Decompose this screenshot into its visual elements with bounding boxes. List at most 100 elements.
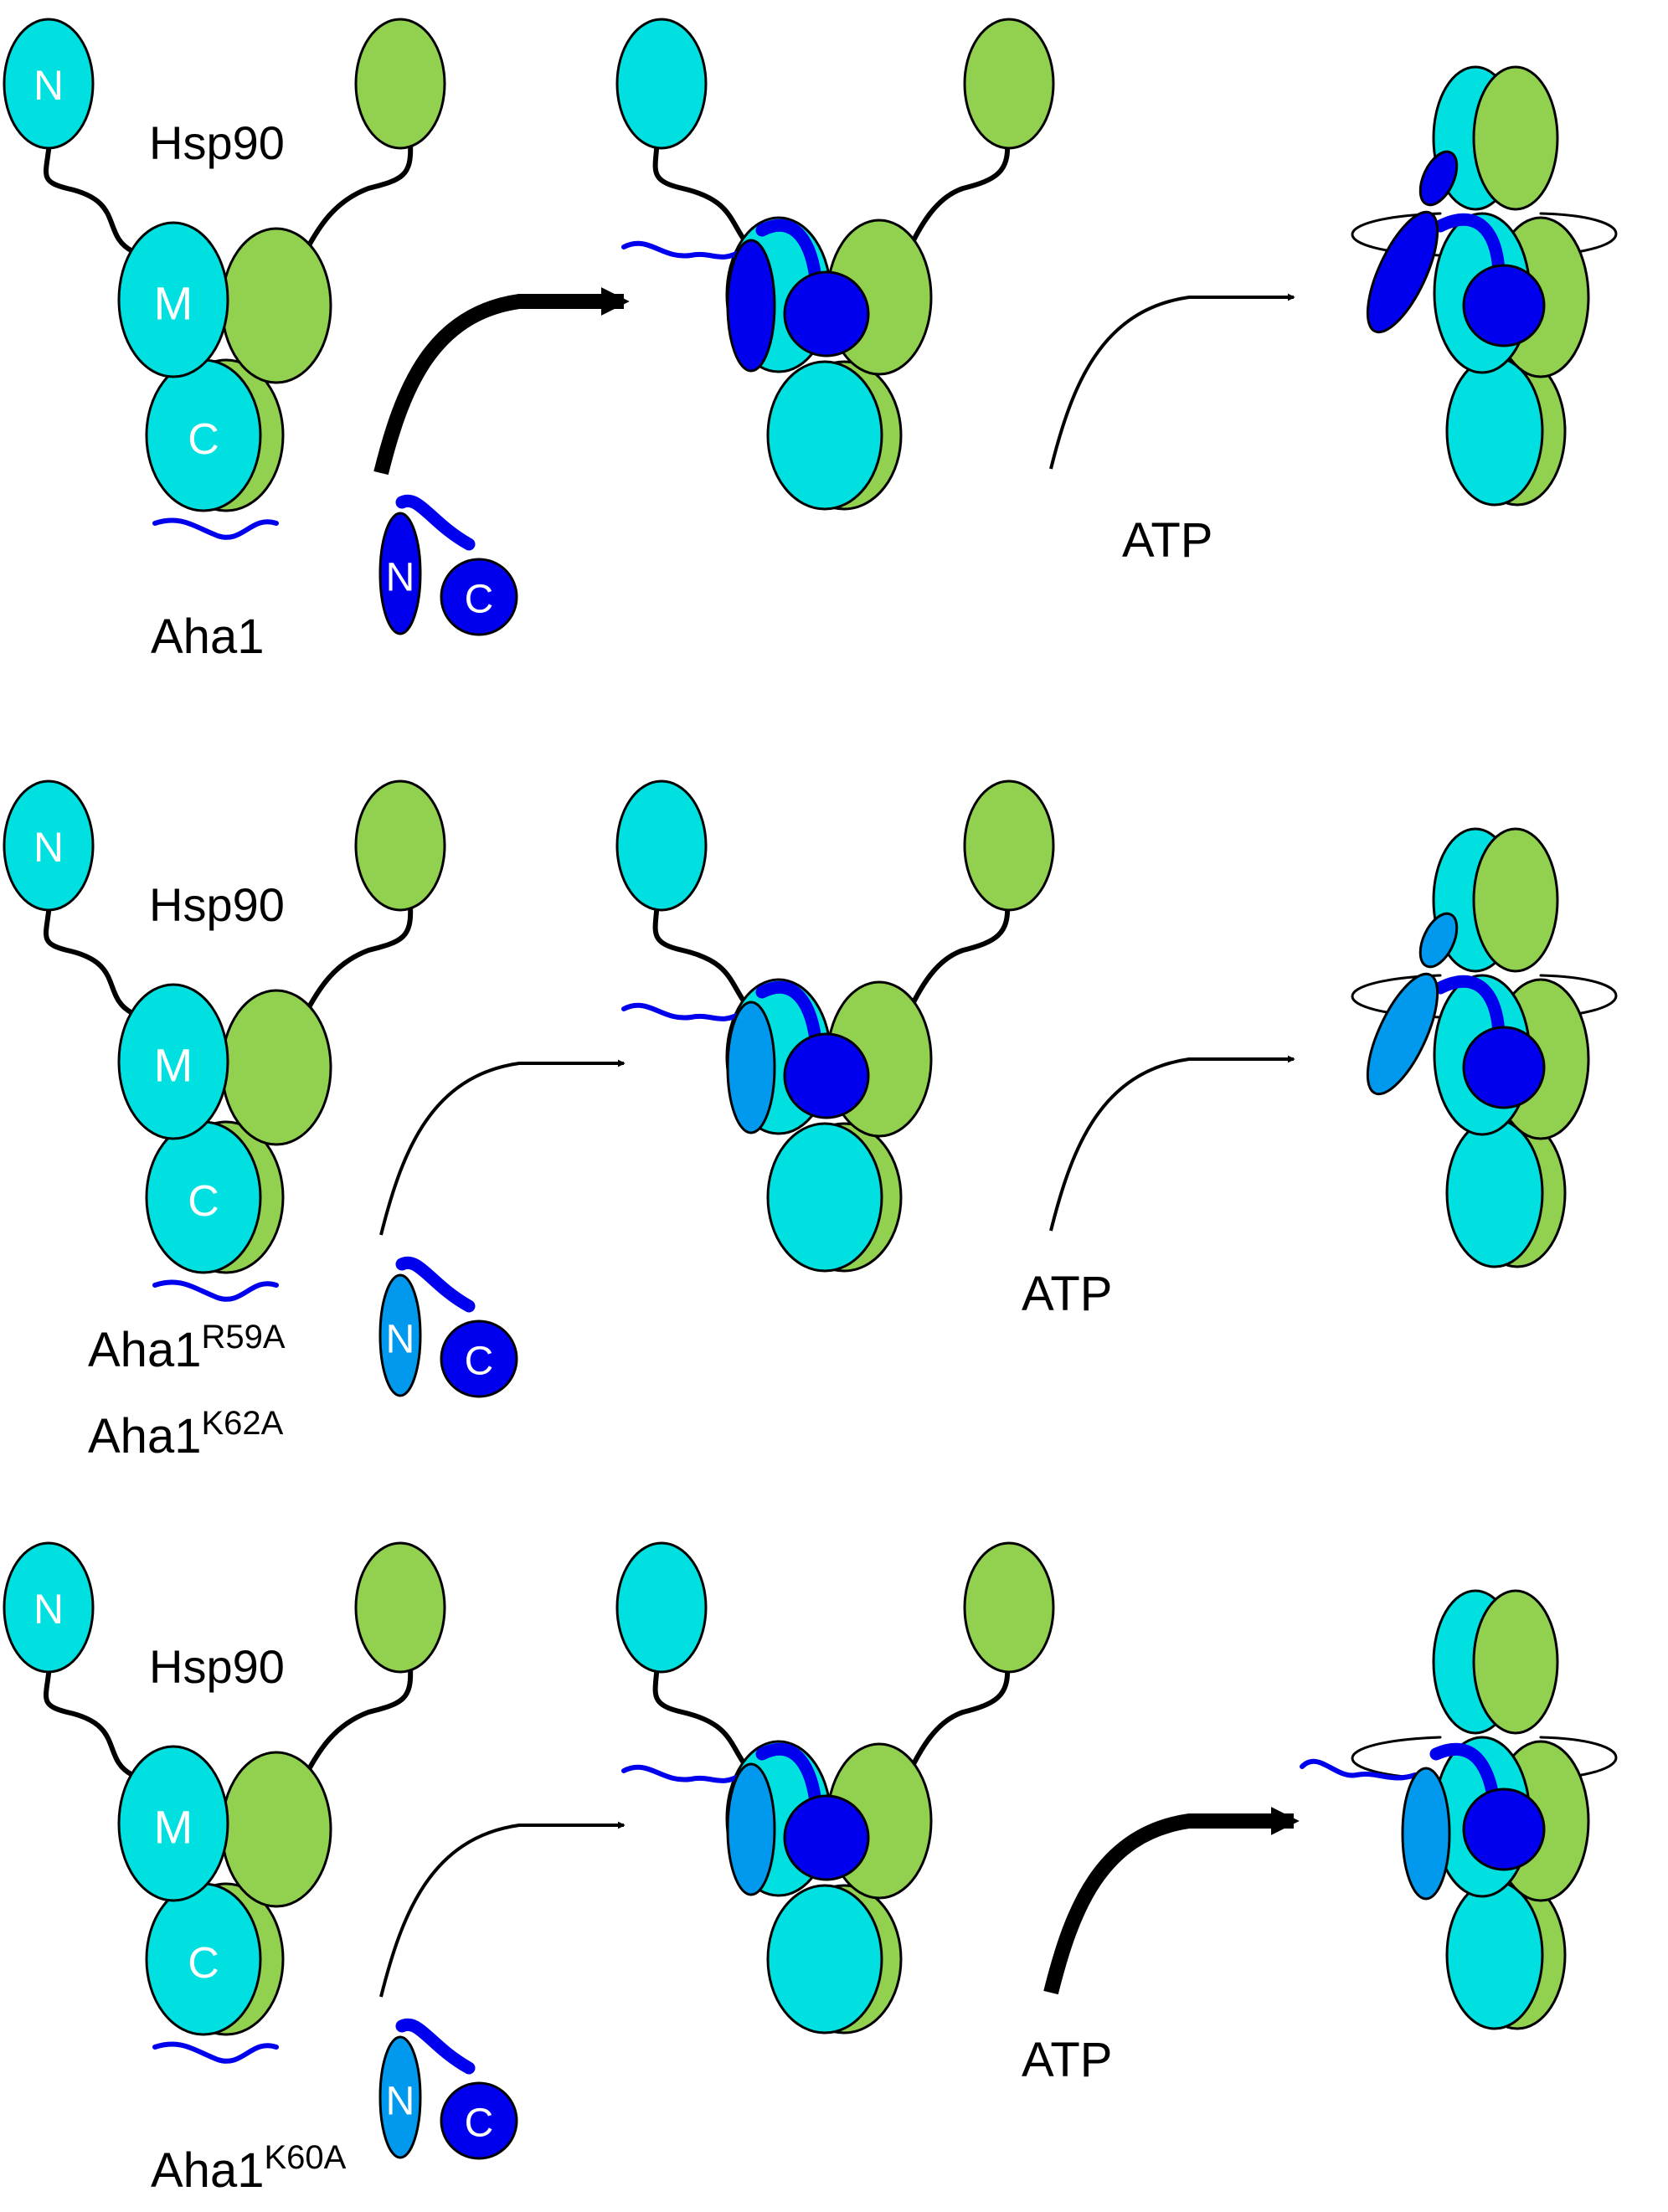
closure-arrow <box>1043 1807 1300 1995</box>
hsp90-n-domain-right <box>354 1541 446 1674</box>
binding-arrow <box>379 1821 626 1998</box>
hsp90-linker-left <box>44 885 135 1016</box>
complex-n-domain-right <box>963 18 1055 150</box>
complex-n-domain <box>615 18 708 150</box>
closed-c-domain <box>1445 1880 1544 2030</box>
n-domain-label: N <box>33 824 64 871</box>
aha1-c-domain <box>440 2081 518 2160</box>
complex-aha1-tail <box>621 1764 744 1783</box>
atp-label: ATP <box>1122 513 1213 568</box>
aha1-n-domain <box>378 512 422 635</box>
aha1-n-label: N <box>386 556 415 600</box>
hsp90-label: Hsp90 <box>149 1640 285 1693</box>
hsp90-m-domain <box>117 983 229 1140</box>
complex-n-domain-right <box>963 1541 1055 1674</box>
aha1-tail <box>152 517 279 540</box>
complex-aha1-n-domain-mutant <box>726 1001 776 1134</box>
complex-aha1-tail <box>621 240 744 260</box>
closed-aha1-n-lobe <box>1418 150 1459 207</box>
hsp90-linker-right <box>299 903 414 1024</box>
hsp90-n-domain <box>3 18 95 150</box>
aha1-label-mutation: K62A <box>201 1405 283 1442</box>
complex-linker-left <box>652 1655 756 1777</box>
complex-n-domain <box>615 779 708 912</box>
complex-n-domain <box>615 1541 708 1674</box>
complex-aha1-n-domain-mutant <box>726 1762 776 1896</box>
closure-arrow <box>1049 293 1295 470</box>
n-domain-label: N <box>33 1586 64 1633</box>
aha1-n-label: N <box>386 1318 415 1362</box>
aha1-tail <box>152 2041 279 2064</box>
m-domain-label: M <box>154 1039 193 1092</box>
n-domain-label: N <box>33 62 64 109</box>
c-domain-label: C <box>188 415 219 464</box>
closed-n-domain-right <box>1472 827 1559 973</box>
hsp90-closed-complex <box>1300 1589 1618 2030</box>
closed-n-domain-right <box>1472 1589 1559 1735</box>
hsp90-n-domain <box>3 779 95 912</box>
hsp90-label: Hsp90 <box>149 116 285 169</box>
complex-aha1-c-domain <box>783 1794 870 1881</box>
hsp90-open-dimer: C M N Hsp90 <box>3 779 446 1274</box>
hsp90-m-domain-right <box>220 1751 332 1908</box>
complex-linker-right <box>902 140 1011 262</box>
aha1-c-label: C <box>465 1340 494 1384</box>
closed-aha1-c-domain <box>1462 1788 1546 1871</box>
complex-c-domain <box>766 360 883 511</box>
hsp90-open-dimer: C M N Hsp90 <box>3 18 446 512</box>
binding-arrow <box>379 1059 626 1236</box>
aha1-linker <box>395 494 476 551</box>
aha1-n-label: N <box>386 2080 415 2124</box>
hsp90-m-domain-right <box>220 989 332 1146</box>
aha1-variant-label: Aha1R59A <box>88 1319 286 1377</box>
complex-c-domain <box>766 1122 883 1273</box>
hsp90-aha1-complex <box>615 18 1055 511</box>
hsp90-aha1-complex <box>615 779 1055 1273</box>
complex-aha1-n-domain <box>726 239 776 373</box>
hsp90-n-domain-right <box>354 18 446 150</box>
m-domain-label: M <box>154 277 193 330</box>
hsp90-label: Hsp90 <box>149 878 285 931</box>
complex-linker-left <box>652 893 756 1016</box>
hsp90-n-domain <box>3 1541 95 1674</box>
closed-n-domain-right <box>1472 65 1559 211</box>
hsp90-n-domain-right <box>354 779 446 912</box>
hsp90-aha1-complex <box>615 1541 1055 2035</box>
hsp90-m-domain-right <box>220 227 332 384</box>
closed-aha1-linker <box>1434 975 1506 1045</box>
complex-linker-right <box>902 902 1011 1024</box>
aha1-variant-label: Aha1K60A <box>151 2139 347 2198</box>
aha1-linker <box>395 2018 476 2075</box>
closed-aha1-n-domain-mutant <box>1366 972 1439 1096</box>
complex-aha1-c-domain <box>783 270 870 358</box>
closed-aha1-c-domain <box>1462 264 1546 347</box>
aha1-c-label: C <box>465 2101 494 2146</box>
binding-arrow <box>373 287 630 476</box>
c-domain-label: C <box>188 1177 219 1226</box>
complex-aha1-linker <box>755 1742 823 1815</box>
m-domain-label: M <box>154 1801 193 1854</box>
hsp90-linker-left <box>44 123 135 254</box>
aha1-label-base: Aha1 <box>151 610 264 664</box>
atp-label: ATP <box>1022 2033 1113 2087</box>
complex-c-domain <box>766 1884 883 2035</box>
closed-aha1-linker <box>1434 213 1506 283</box>
closure-arrow <box>1049 1055 1295 1232</box>
aha1-n-domain-mutant <box>378 1273 422 1397</box>
complex-linker-left <box>652 131 756 254</box>
closed-c-domain <box>1445 1118 1544 1268</box>
aha1-label-base: Aha1 <box>88 1323 201 1377</box>
closed-aha1-tail <box>1300 1758 1418 1781</box>
aha1-c-label: C <box>465 578 494 622</box>
hsp90-linker-left <box>44 1647 135 1777</box>
closed-aha1-n-domain <box>1366 210 1439 334</box>
atp-label: ATP <box>1022 1267 1113 1321</box>
closed-aha1-n-lobe <box>1418 912 1459 969</box>
aha1-n-domain-mutant <box>378 2035 422 2159</box>
hsp90-linker-right <box>299 1665 414 1786</box>
